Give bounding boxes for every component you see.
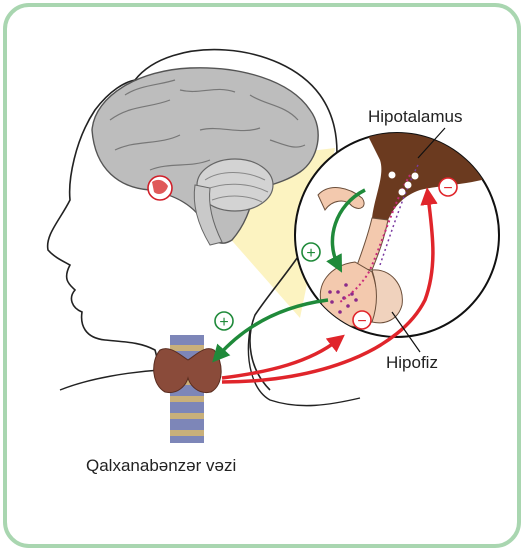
plus-sign-lower: + <box>215 312 233 331</box>
minus-sign-upper: − <box>439 178 457 197</box>
thyroid-label: Qalxanabənzər vəzi <box>86 456 236 476</box>
svg-text:−: − <box>443 180 452 197</box>
hypothalamus-label: Hipotalamus <box>368 107 463 127</box>
pituitary-label: Hipofiz <box>386 353 438 373</box>
neck-line <box>248 330 360 406</box>
svg-text:−: − <box>357 313 366 330</box>
plus-sign-upper: + <box>302 243 320 262</box>
inhibit-arrow-thyroid-to-pituitary <box>222 340 338 378</box>
shoulder-line <box>60 370 160 390</box>
stimulate-arrow-pituitary-to-thyroid <box>218 300 328 356</box>
svg-text:+: + <box>219 314 228 331</box>
minus-sign-lower: − <box>353 311 371 330</box>
svg-text:+: + <box>306 245 315 262</box>
